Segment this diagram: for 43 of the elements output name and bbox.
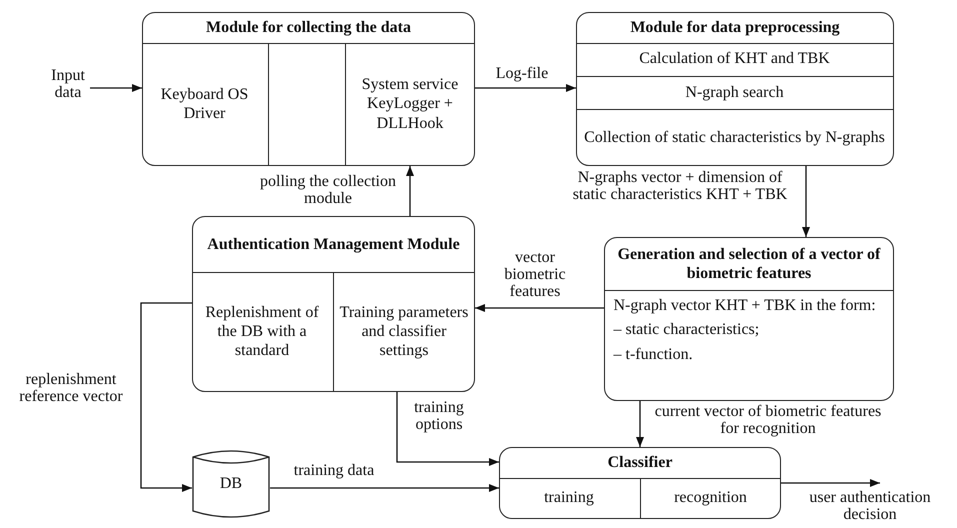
- module-panel: [499, 447, 781, 519]
- arrow: [802, 166, 810, 237]
- arrow: [636, 401, 644, 447]
- list-item-text: – static characteristics;: [614, 320, 760, 340]
- edge-label: N-graphs vector + dimension of static characteristics KHT + TBK: [572, 170, 788, 204]
- arrow: [90, 84, 142, 92]
- module-panel: [576, 12, 894, 166]
- section-text: Replenishment of the DB with a standard: [204, 302, 320, 360]
- arrow: [475, 304, 604, 312]
- list-item-text: N-graph vector KHT + TBK in the form:: [614, 296, 877, 316]
- list-item-text: – t-function.: [614, 345, 694, 366]
- arrow: [270, 484, 499, 492]
- module-title: Authentication Management Module: [207, 234, 460, 254]
- edge-label: replenishment reference vector: [18, 372, 124, 406]
- module-title: Module for data preprocessing: [630, 18, 840, 38]
- section-text: Training parameters and classifier settings: [338, 302, 470, 360]
- arrow: [140, 302, 192, 492]
- arrow: [396, 392, 499, 466]
- section-text: Keyboard OS Driver: [160, 84, 250, 124]
- module-panel: [192, 216, 475, 392]
- edge-label: training options: [413, 400, 465, 434]
- arrow: [406, 166, 414, 216]
- section-text: Calculation of KHT and TBK: [638, 49, 831, 69]
- module-title: Module for collecting the data: [206, 18, 411, 38]
- section-text: Collection of static characteristics by N-graphs: [583, 128, 886, 148]
- edge-label: current vector of biometric features for recognition: [654, 404, 882, 438]
- module-title: Generation and selection of a vector of biometric features: [616, 244, 882, 284]
- edge-label: training data: [292, 463, 376, 480]
- module-title: Classifier: [608, 453, 672, 473]
- section-text: recognition: [673, 488, 748, 508]
- section-text: DB: [218, 475, 244, 493]
- arrow: [475, 84, 576, 92]
- edge-label: vector biometric features: [503, 250, 567, 300]
- edge-label: Input data: [50, 68, 86, 102]
- edge-label: polling the collection module: [259, 174, 397, 208]
- module-panel: [604, 237, 894, 401]
- section-text: N-graph search: [684, 82, 785, 102]
- edge-label: Log-file: [494, 66, 550, 83]
- edge-label: user authentication decision: [808, 490, 932, 524]
- section-text: System service KeyLogger + DLLHook: [360, 75, 460, 133]
- module-panel: [142, 12, 475, 166]
- section-text: training: [543, 488, 595, 508]
- arrow: [781, 479, 880, 487]
